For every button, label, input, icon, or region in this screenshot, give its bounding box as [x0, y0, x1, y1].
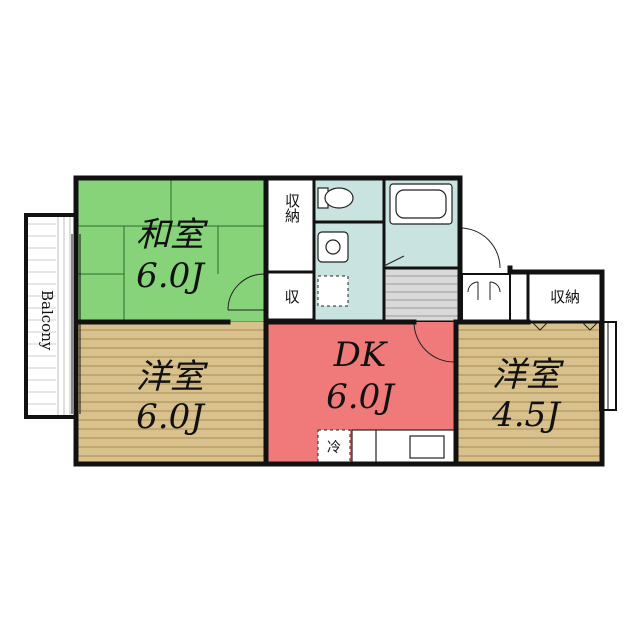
- shoe-box: [461, 273, 511, 323]
- balcony: Balcony: [24, 213, 78, 419]
- dk-name: DK: [333, 335, 389, 375]
- balcony-label: Balcony: [38, 290, 56, 351]
- toilet-icon: [317, 187, 354, 209]
- washbasin-icon: [317, 231, 349, 263]
- yoshitsu-right-name: 洋室: [492, 355, 565, 395]
- room-yoshitsu-left: 洋室 6.0J: [76, 322, 266, 464]
- balcony-grating: [57, 217, 71, 415]
- closet-upper-label: 収納: [283, 193, 301, 224]
- yoshitsu-right-size: 4.5J: [491, 395, 562, 435]
- walls: [73, 175, 605, 467]
- closet-lower: 収: [264, 270, 316, 322]
- washitsu-name: 和室: [136, 215, 209, 255]
- fridge: 冷: [317, 429, 351, 463]
- door-swing-icon: [413, 321, 455, 363]
- washing-machine-icon: [317, 275, 349, 307]
- closet-upper: 収納: [264, 176, 316, 274]
- washitsu-size: 6.0J: [136, 256, 206, 296]
- closet-right: 収納: [526, 270, 604, 331]
- room-washitsu: 和室 6.0J: [75, 177, 267, 323]
- window-icon: [71, 234, 81, 414]
- dk-size: 6.0J: [326, 377, 396, 417]
- bathtub-icon: [389, 183, 453, 225]
- entrance: [382, 227, 511, 324]
- fridge-label: 冷: [327, 440, 341, 456]
- door-swing-icon: [459, 227, 501, 269]
- yoshitsu-left-size: 6.0J: [136, 397, 206, 437]
- door-swing-icon: [383, 255, 405, 267]
- sink-icon: [409, 435, 445, 459]
- room-dk: 冷 DK 6.0J: [266, 321, 457, 465]
- kitchen-counter: [351, 429, 457, 465]
- yoshitsu-left-name: 洋室: [136, 357, 209, 397]
- closet-lower-label: 収: [284, 288, 299, 306]
- wet-area: [312, 176, 462, 324]
- room-yoshitsu-right: 洋室 4.5J: [456, 322, 602, 464]
- door-swing-icon: [227, 273, 265, 311]
- closet-right-label: 収納: [550, 288, 580, 306]
